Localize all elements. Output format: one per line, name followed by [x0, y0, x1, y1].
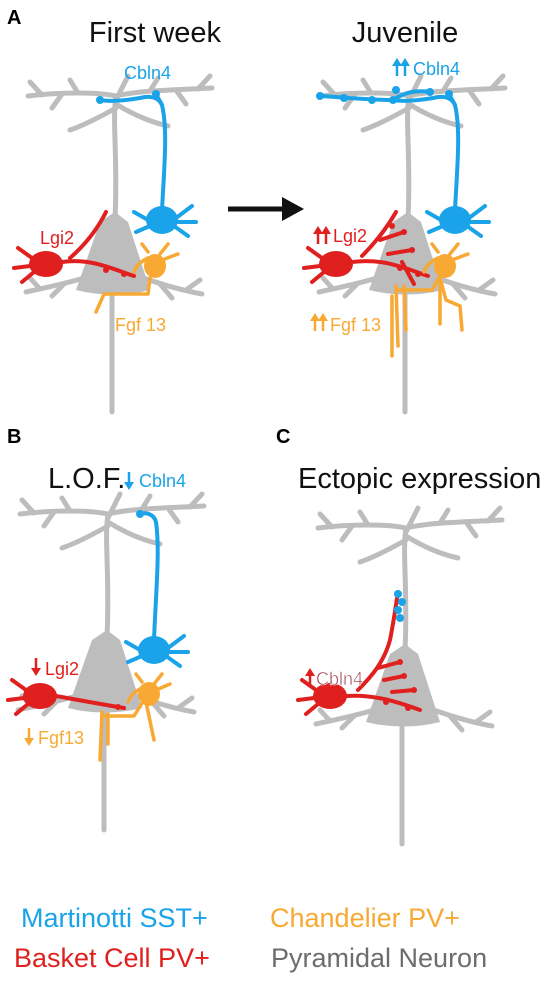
panel-b-lof: B L.O.F. — [6, 426, 204, 830]
label-fgf13: Fgf 13 — [330, 315, 381, 335]
down-arrow-icon — [124, 472, 134, 490]
label-lgi2: Lgi2 — [45, 659, 79, 679]
label-lgi2: Lgi2 — [333, 226, 367, 246]
label-cbln4: Cbln4 — [124, 63, 171, 83]
label-cbln4: Cbln4 — [413, 59, 460, 79]
panel-a-first-week: A First week Lgi2 Cbln4 Fgf 13 — [7, 7, 222, 412]
legend-basket: Basket Cell PV+ — [14, 943, 210, 973]
legend: Martinotti SST+ Chandelier PV+ Basket Ce… — [14, 903, 487, 973]
chandelier-cell — [390, 242, 470, 358]
martinotti-cell — [316, 86, 491, 238]
panel-c-ectopic: C Ectopic expression Cbln4 — [276, 426, 541, 844]
martinotti-cell — [124, 510, 190, 668]
down-arrow-icon — [24, 728, 34, 746]
down-arrow-icon — [31, 658, 41, 676]
panel-title-ectopic: Ectopic expression — [298, 463, 541, 495]
label-cbln4: Cbln4 — [139, 471, 186, 491]
basket-cell — [302, 210, 430, 286]
double-up-arrow-icon — [392, 58, 410, 76]
legend-martinotti: Martinotti SST+ — [21, 903, 208, 933]
panel-title-first-week: First week — [89, 17, 222, 49]
basket-cell — [296, 590, 422, 716]
legend-chandelier: Chandelier PV+ — [270, 903, 460, 933]
label-lgi2: Lgi2 — [40, 228, 74, 248]
double-up-arrow-icon — [310, 313, 328, 331]
panel-letter-a: A — [7, 7, 21, 29]
up-arrow-icon — [305, 668, 315, 686]
label-fgf13: Fgf 13 — [115, 315, 166, 335]
legend-pyramidal: Pyramidal Neuron — [271, 943, 487, 973]
ectopic-synapses — [394, 590, 406, 622]
double-up-arrow-icon — [313, 226, 331, 244]
panel-title-lof: L.O.F. — [48, 463, 125, 495]
basket-cell — [12, 210, 136, 284]
basket-cell — [6, 678, 126, 716]
panel-letter-c: C — [276, 426, 290, 448]
label-cbln4: Cbln4 — [316, 669, 363, 689]
panel-letter-b: B — [7, 426, 21, 448]
transition-arrow — [228, 197, 304, 221]
panel-title-juvenile: Juvenile — [352, 17, 458, 49]
panel-a-juvenile: Juvenile — [302, 17, 505, 412]
label-fgf13: Fgf13 — [38, 728, 84, 748]
chandelier-cell — [94, 242, 180, 314]
chandelier-cell — [98, 672, 172, 762]
